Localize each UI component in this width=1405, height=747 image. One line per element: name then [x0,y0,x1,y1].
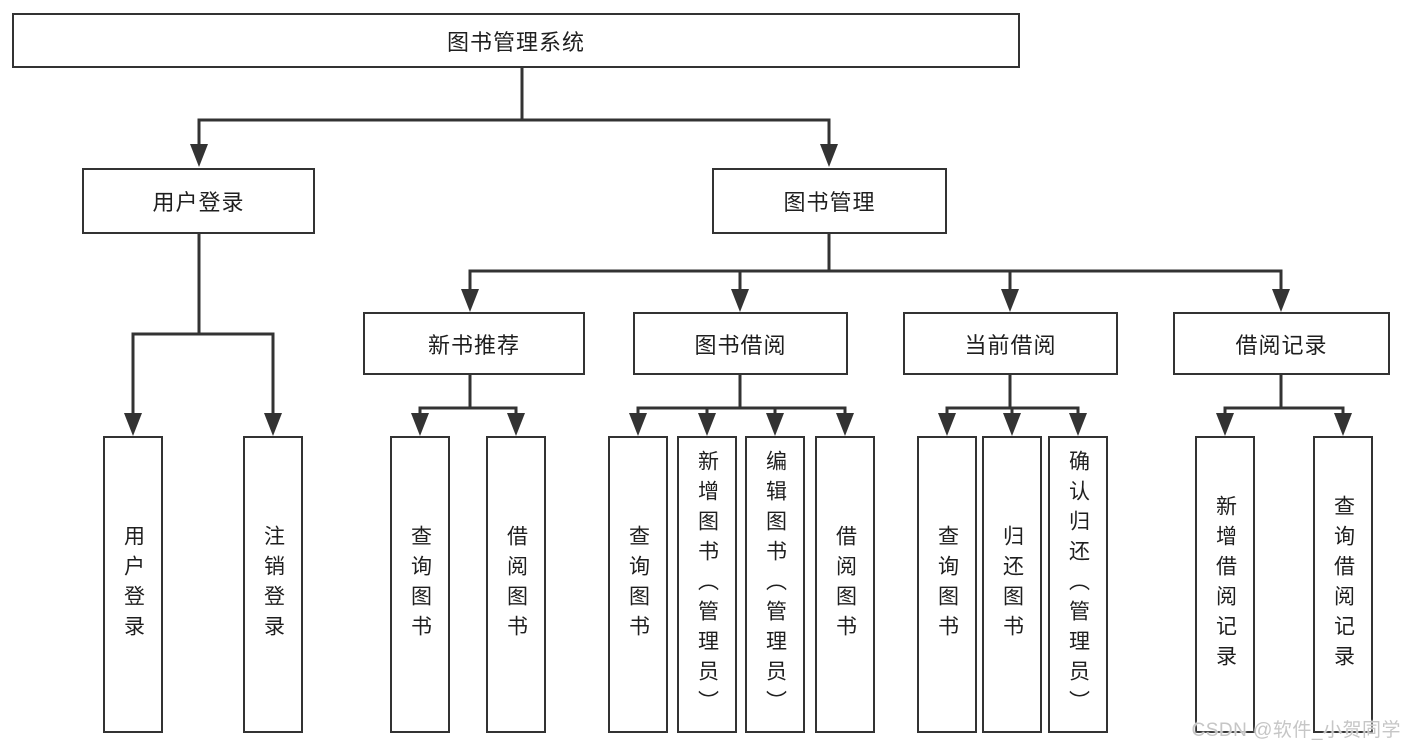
node-current-borrow: 当前借阅 [903,312,1118,375]
leaf-add-book-admin: 新增图书（管理员） [677,436,737,733]
leaf-user-login: 用户登录 [103,436,163,733]
node-user-login: 用户登录 [82,168,315,234]
node-root: 图书管理系统 [12,13,1020,68]
leaf-borrow-books-recommend: 借阅图书 [486,436,546,733]
leaf-query-books-current: 查询图书 [917,436,977,733]
csdn-watermark: CSDN @软件_小贺同学 [1191,720,1401,741]
node-book-mgmt: 图书管理 [712,168,947,234]
leaf-logout: 注销登录 [243,436,303,733]
leaf-query-books-borrow: 查询图书 [608,436,668,733]
node-book-borrow: 图书借阅 [633,312,848,375]
leaf-query-borrow-record: 查询借阅记录 [1313,436,1373,733]
leaf-confirm-return-admin: 确认归还（管理员） [1048,436,1108,733]
leaf-query-books-recommend: 查询图书 [390,436,450,733]
leaf-edit-book-admin: 编辑图书（管理员） [745,436,805,733]
node-new-book-recommend: 新书推荐 [363,312,585,375]
node-borrow-records: 借阅记录 [1173,312,1390,375]
leaf-add-borrow-record: 新增借阅记录 [1195,436,1255,733]
leaf-return-book: 归还图书 [982,436,1042,733]
leaf-borrow-books: 借阅图书 [815,436,875,733]
